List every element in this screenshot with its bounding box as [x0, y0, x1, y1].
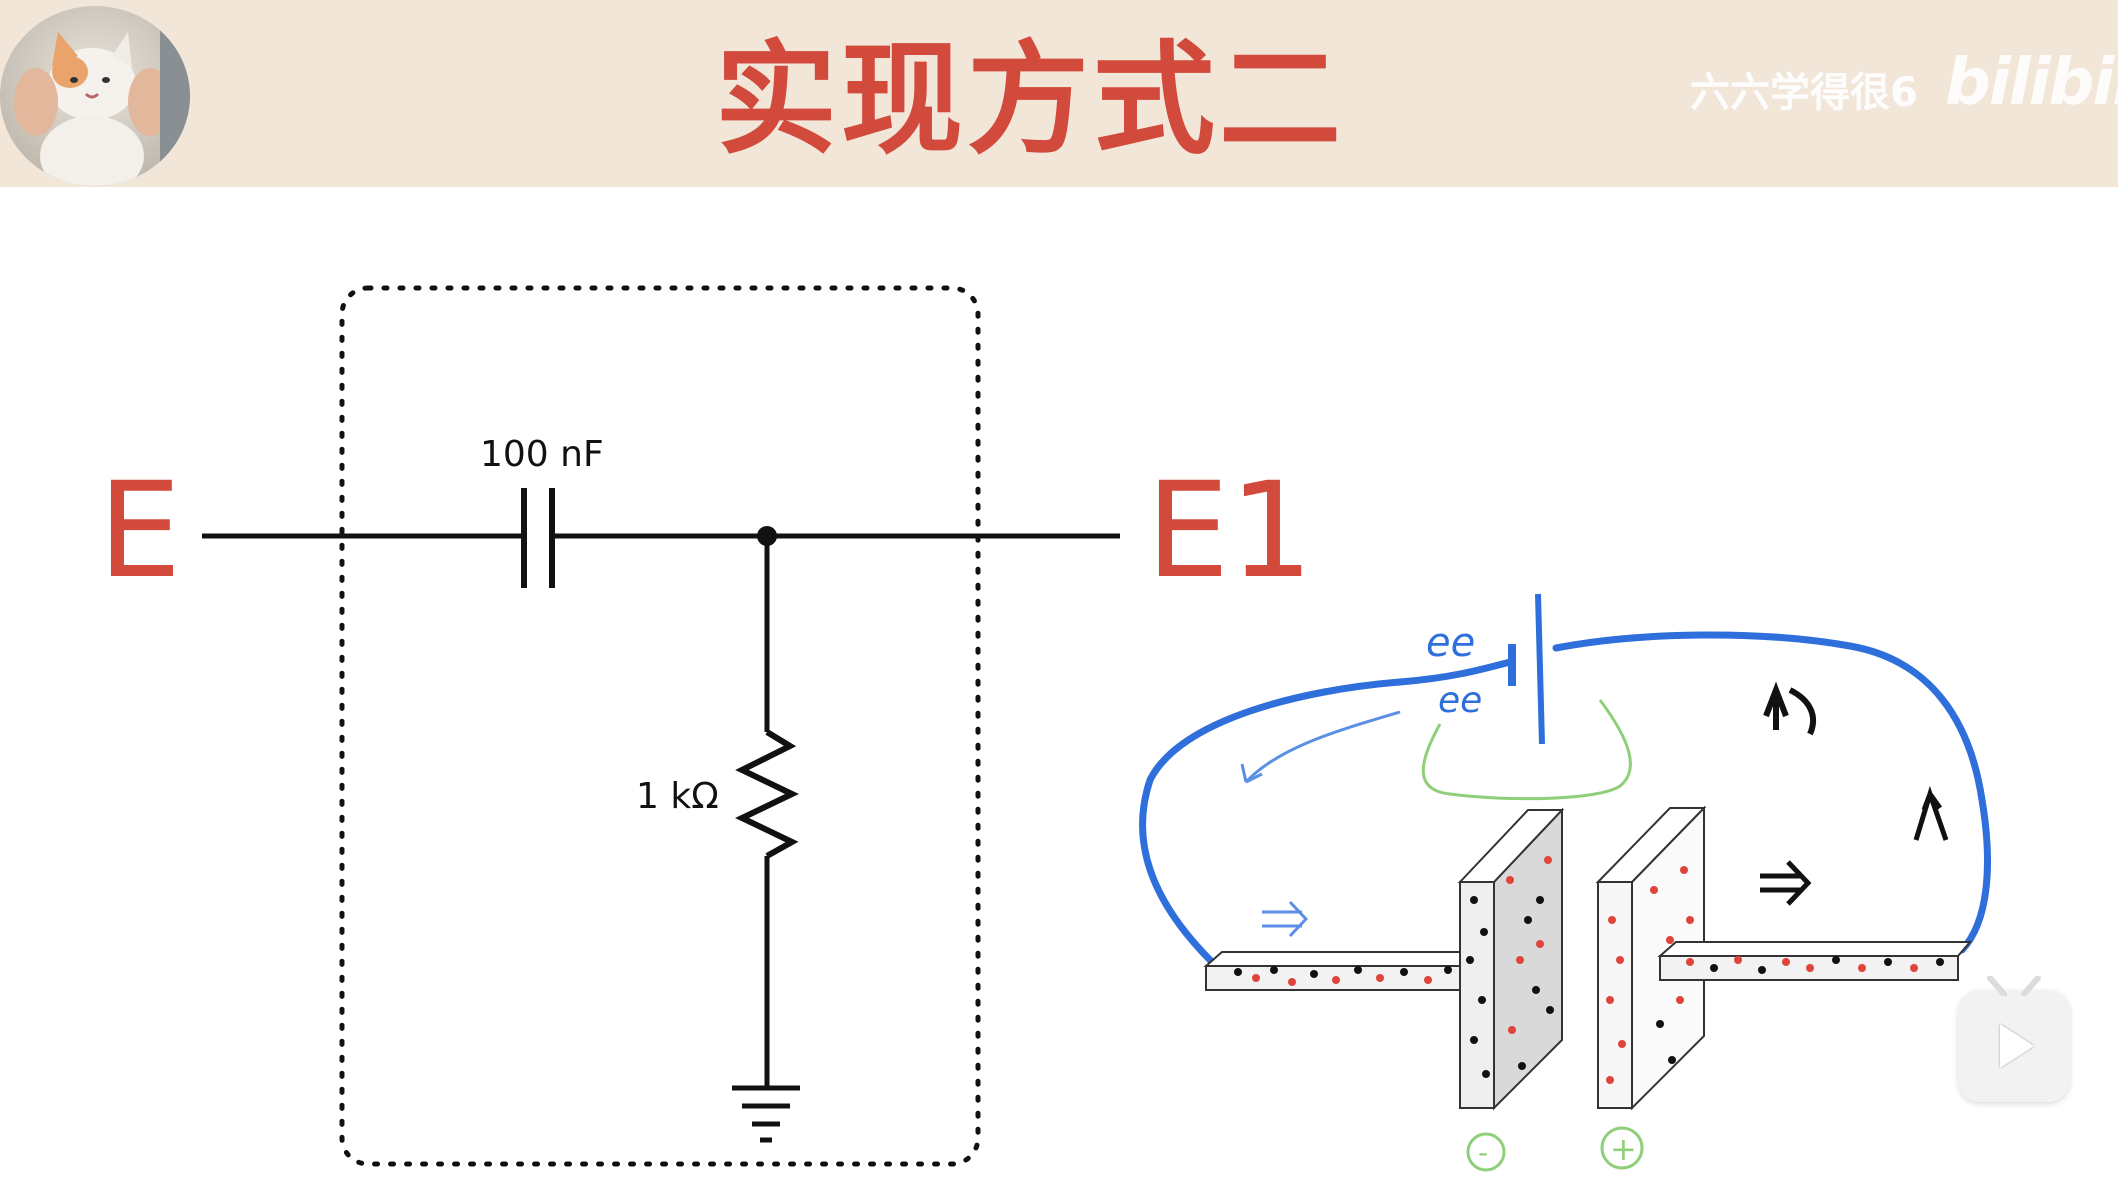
tv-ears-icon — [1987, 976, 2041, 996]
resistor — [735, 729, 799, 859]
double-arrow-icon — [1262, 900, 1309, 938]
battery-positive-plate — [1535, 593, 1545, 745]
up-double-arrow-icon — [1913, 785, 1949, 841]
cat-avatar — [0, 6, 190, 186]
minus-symbol-icon: - — [1466, 1132, 1506, 1172]
play-icon — [2000, 1024, 2034, 1068]
plus-symbol-icon: + — [1600, 1126, 1644, 1170]
resistor-label: 1 kΩ — [636, 776, 719, 817]
slide-header: 实现方式二 六六学得很6 bilibili — [0, 0, 2118, 187]
play-button[interactable] — [1958, 976, 2070, 1102]
positive-plate — [1597, 881, 1633, 1109]
sketch-wire-left — [1139, 658, 1514, 966]
capacitor-label: 100 nF — [480, 434, 604, 475]
right-double-arrow-icon — [1760, 860, 1812, 906]
input-node-label: E — [98, 454, 181, 608]
slide-title: 实现方式二 — [715, 29, 1345, 171]
channel-watermark: 六六学得很6 — [1690, 70, 1918, 116]
electron-label-upper: ee — [1426, 620, 1475, 666]
electron-flow-arrow — [1244, 710, 1401, 784]
bilibili-logo: bilibili — [1945, 46, 2118, 120]
output-node-label: E1 — [1146, 454, 1313, 608]
ground-icon — [732, 1085, 800, 1143]
positive-plate-symbol: + — [1610, 1130, 1637, 1168]
black-arrow-icon — [1763, 681, 1789, 730]
capacitor-sketch: ee ee — [1139, 593, 1991, 1172]
negative-plate-symbol: - — [1478, 1136, 1488, 1169]
electron-label-lower: ee — [1438, 680, 1482, 721]
arrowhead-icon — [1240, 763, 1263, 784]
sketch-wire-right — [1552, 631, 1991, 954]
charge-dots — [1234, 856, 1944, 1084]
filter-boundary-box — [339, 285, 981, 1167]
green-loop — [1421, 699, 1632, 801]
